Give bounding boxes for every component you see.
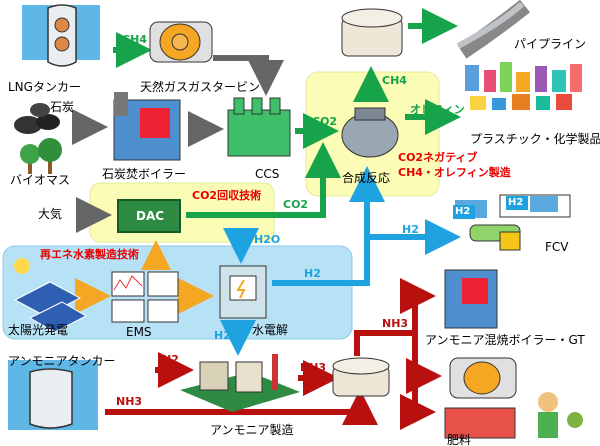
co2-negative-label-2: CH4・オレフィン製造	[398, 166, 511, 179]
fcv-label: FCV	[545, 240, 569, 254]
ammonia-production-label: アンモニア製造	[210, 423, 294, 437]
flow-label-nh3-tanker: NH3	[116, 395, 143, 408]
solar-panel-illustration	[13, 258, 88, 333]
storage-tank-illustration	[341, 8, 403, 57]
plastics-illustration	[465, 62, 582, 110]
biomass-label: バイオマス	[10, 173, 71, 187]
ccs-label: CCS	[255, 167, 280, 181]
coal-illustration	[14, 103, 60, 134]
ammonia-tanker-illustration	[8, 360, 98, 430]
ammonia-plant-illustration	[180, 354, 300, 412]
flow-label-ch4-tanker: CH4	[122, 33, 147, 46]
flow-label-co2-ccs: CO2	[312, 115, 338, 128]
lng-tanker-illustration	[22, 4, 100, 67]
ammonia-tanker-label: アンモニアタンカー	[8, 354, 116, 368]
ammonia-turbine-illustration	[449, 357, 517, 399]
flow-label-olefin: オレフィン	[410, 103, 465, 116]
renewable-h2-tech-label: 再エネ水素製造技術	[40, 248, 139, 261]
flow-label-nh3-branch: NH3	[382, 317, 409, 330]
flow-label-h2-fcv: H2	[402, 223, 419, 236]
gas-turbine-label: 天然ガスガスタービン	[140, 80, 261, 94]
h2-sign-1	[453, 205, 475, 219]
synthesis-reactor-illustration	[341, 107, 399, 158]
co2-arrow-turbine-ccs	[213, 55, 284, 96]
flow-label-h2o: H2O	[254, 233, 281, 246]
dac-unit-text: DAC	[136, 209, 165, 223]
coal-boiler-label: 石炭焚ボイラー	[102, 167, 187, 181]
coal-label: 石炭	[50, 100, 75, 114]
h2-sign-2	[506, 196, 528, 210]
air-label: 大気	[38, 207, 63, 221]
solar-label: 太陽光発電	[8, 323, 69, 337]
pipeline-illustration	[456, 0, 530, 59]
plastics-label: プラスチック・化学製品	[470, 132, 600, 146]
h2-arrow-up	[272, 166, 385, 286]
electrolysis-label: 水電解	[252, 323, 289, 337]
flow-label-n2: N2	[162, 353, 179, 366]
nh3-tank-illustration	[332, 357, 390, 397]
h2-sign-text-2: H2	[508, 197, 524, 208]
synthesis-label: 合成反応	[342, 171, 391, 185]
electrolyzer-illustration	[219, 265, 267, 319]
h2-sign-text-1: H2	[455, 206, 471, 217]
co2-arrow-dac-synth	[186, 142, 341, 218]
pipeline-label: パイプライン	[514, 37, 587, 51]
flow-label-ch4-up: CH4	[382, 74, 407, 87]
flow-label-co2-dac: CO2	[283, 198, 309, 211]
co2-negative-label-1: CO2ネガティブ	[398, 151, 478, 164]
fertilizer-illustration	[444, 392, 583, 439]
co2-capture-tech-label: CO2回収技術	[192, 189, 262, 202]
coal-boiler-illustration	[113, 92, 181, 161]
ammonia-cofiring-label: アンモニア混焼ボイラー・GT	[425, 333, 585, 347]
lng-tanker-label: LNGタンカー	[8, 80, 81, 94]
ccs-illustration	[227, 97, 291, 157]
flow-label-h2-down: H2	[214, 329, 231, 342]
gas-turbine-illustration	[149, 21, 213, 63]
flow-label-h2-elec: H2	[304, 267, 321, 280]
ammonia-boiler-illustration	[444, 269, 498, 329]
nh3-branch-low	[400, 370, 436, 430]
nh3-arrow-tanker	[105, 389, 378, 425]
fertilizer-label: 肥料	[447, 433, 472, 446]
dac-unit	[117, 199, 181, 233]
flow-label-nh3-out: NH3	[300, 361, 327, 374]
ems-label: EMS	[126, 325, 152, 339]
ems-illustration	[111, 271, 179, 323]
biomass-illustration	[20, 138, 62, 174]
